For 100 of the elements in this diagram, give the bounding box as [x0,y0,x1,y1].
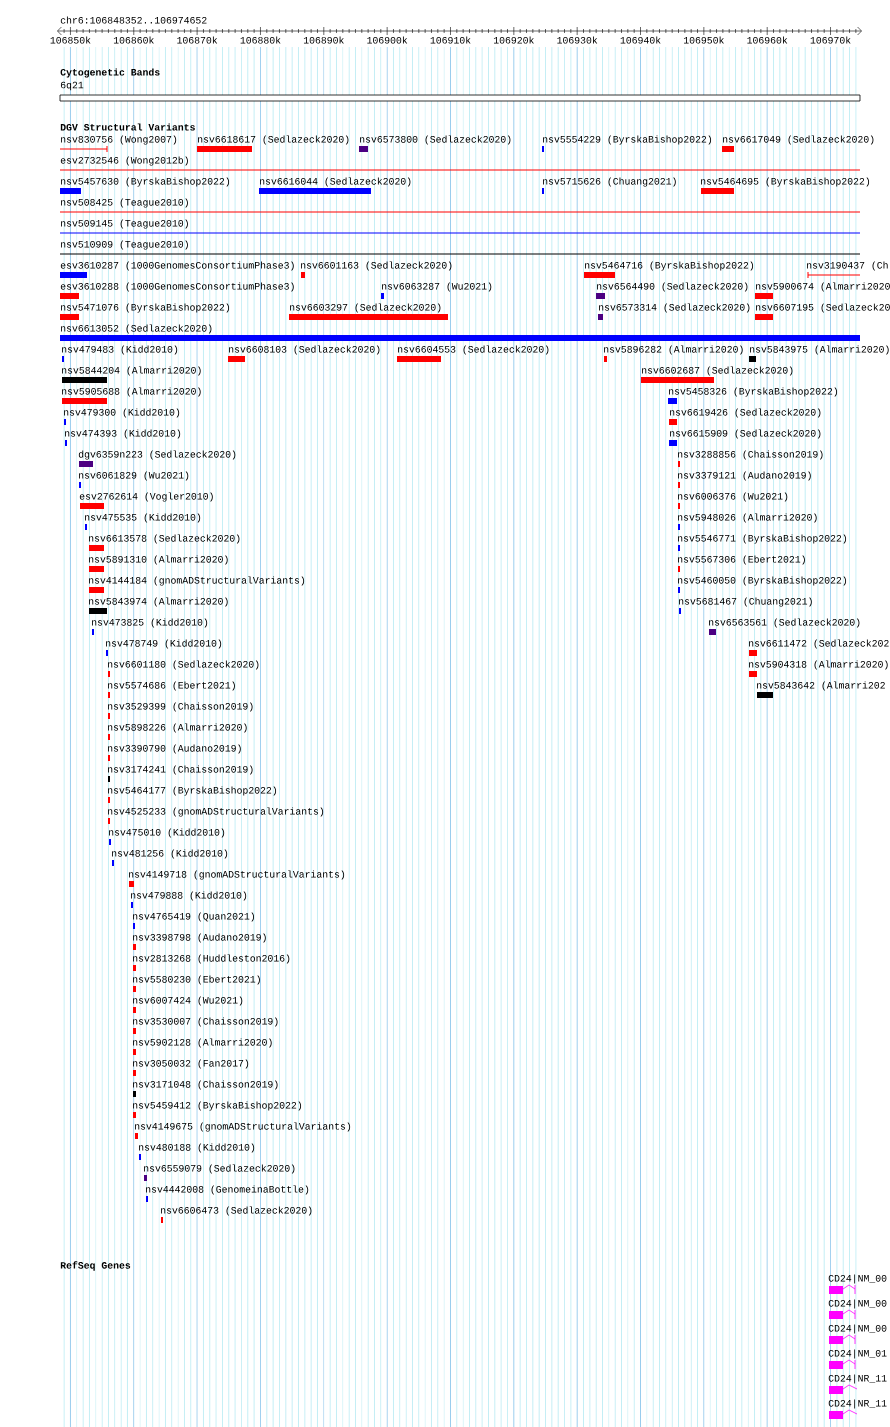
tick-label: 106860k [113,36,154,44]
variant-label: nsv5681467 (Chuang2021) [679,597,812,607]
track-title: DGV Structural Variants [60,123,195,131]
variant-label: nsv5554229 (ByrskaBishop2022) [543,135,712,145]
variant-label: nsv6613578 (Sedlazeck2020) [89,534,240,544]
variant-label: nsv3190437 (Ch [807,261,888,271]
tick-label: 106880k [240,36,281,44]
variant-label: nsv5948026 (Almarri2020) [678,513,817,523]
variant-label: nsv5896282 (Almarri2020) [604,345,743,355]
variant-label: nsv6061829 (Wu2021) [79,471,189,481]
variant-label: nsv478749 (Kidd2010) [106,639,222,649]
variant-label: nsv6606473 (Sedlazeck2020) [161,1206,312,1216]
tick-label: 106930k [557,36,598,44]
variant-label: nsv5574686 (Ebert2021) [108,681,235,691]
variant-label: nsv4149675 (gnomADStructuralVariants) [135,1122,351,1132]
variant-label: nsv5715626 (Chuang2021) [543,177,676,187]
variant-label: nsv6618617 (Sedlazeck2020) [198,135,349,145]
tick-label: 106940k [620,36,661,44]
tick-label: 106870k [177,36,218,44]
variant-label: nsv830756 (Wong2007) [61,135,177,145]
variant-label: nsv6619426 (Sedlazeck2020) [670,408,821,418]
variant-label: nsv3398798 (Audano2019) [133,933,266,943]
variant-label: esv2762614 (Vogler2010) [79,492,213,502]
variant-label: dgv6359n223 (Sedlazeck2020) [78,450,236,460]
variant-label: nsv510909 (Teague2010) [61,240,188,250]
variant-label: nsv6601180 (Sedlazeck2020) [108,660,259,670]
variant-label: nsv6573314 (Sedlazeck2020) [599,303,750,313]
variant-label: nsv5843975 (Almarri2020) [750,345,889,355]
variant-label: nsv479483 (Kidd2010) [62,345,178,355]
variant-label: nsv6006376 (Wu2021) [678,492,788,502]
variant-label: esv3610288 (1000GenomesConsortiumPhase3) [60,282,294,292]
variant-label: nsv508425 (Teague2010) [61,198,188,208]
variant-label: nsv6063287 (Wu2021) [382,282,492,292]
gene-label: CD24|NM_01 [828,1349,887,1359]
variant-label: esv3610287 (1000GenomesConsortiumPhase3) [60,261,294,271]
variant-label: nsv475010 (Kidd2010) [109,828,225,838]
variant-label: nsv5459412 (ByrskaBishop2022) [133,1101,302,1111]
variant-label: nsv6573800 (Sedlazeck2020) [360,135,511,145]
tick-label: 106920k [493,36,534,44]
variant-label: nsv5900674 (Almarri2020 [756,282,890,292]
band-label: 6q21 [60,81,84,91]
tick-label: 106950k [683,36,724,44]
variant-label: nsv6007424 (Wu2021) [133,996,243,1006]
variant-label: nsv5844204 (Almarri2020) [62,366,201,376]
variant-label: nsv509145 (Teague2010) [61,219,188,229]
variant-label: nsv6611472 (Sedlazeck202 [749,639,889,649]
variant-label: nsv3288856 (Chaisson2019) [678,450,823,460]
variant-label: nsv3050032 (Fan2017) [133,1059,249,1069]
variant-label: nsv473825 (Kidd2010) [92,618,208,628]
variant-label: nsv5843642 (Almarri202 [757,681,885,691]
variant-label: nsv6601163 (Sedlazeck2020) [301,261,452,271]
variant-label: nsv5898226 (Almarri2020) [108,723,247,733]
gene-label: CD24|NM_00 [828,1274,887,1284]
variant-label: nsv5464716 (ByrskaBishop2022) [585,261,754,271]
track-title: Cytogenetic Bands [60,68,160,78]
variant-label: nsv3171048 (Chaisson2019) [133,1080,278,1090]
variant-label: nsv6617049 (Sedlazeck2020) [723,135,874,145]
tick-label: 106900k [367,36,408,44]
variant-label: nsv5905688 (Almarri2020) [62,387,201,397]
tick-label: 106850k [50,36,91,44]
variant-label: nsv5546771 (ByrskaBishop2022) [678,534,847,544]
variant-label: nsv480188 (Kidd2010) [139,1143,255,1153]
variant-label: nsv6615909 (Sedlazeck2020) [670,429,821,439]
gene-label: CD24|NM_00 [828,1299,887,1309]
variant-label: nsv5460050 (ByrskaBishop2022) [678,576,847,586]
variant-label: nsv479300 (Kidd2010) [64,408,180,418]
variant-label: nsv479888 (Kidd2010) [131,891,247,901]
variant-label: nsv2813268 (Huddleston2016) [133,954,290,964]
variant-label: nsv6603297 (Sedlazeck2020) [290,303,441,313]
gene-label: CD24|NR_11 [828,1374,887,1384]
variant-label: nsv474393 (Kidd2010) [65,429,181,439]
variant-label: nsv4765419 (Quan2021) [133,912,255,922]
variant-label: nsv5457630 (ByrskaBishop2022) [61,177,230,187]
variant-label: nsv481256 (Kidd2010) [112,849,228,859]
variant-label: nsv475535 (Kidd2010) [85,513,201,523]
variant-label: nsv5567306 (Ebert2021) [678,555,805,565]
variant-label: nsv6563561 (Sedlazeck2020) [709,618,860,628]
variant-label: nsv4525233 (gnomADStructuralVariants) [108,807,324,817]
variant-label: nsv5891310 (Almarri2020) [89,555,228,565]
track-title: RefSeq Genes [60,1261,131,1271]
variant-label: nsv6564490 (Sedlazeck2020) [597,282,748,292]
variant-label: nsv3530007 (Chaisson2019) [133,1017,278,1027]
variant-label: nsv6602687 (Sedlazeck2020) [642,366,793,376]
variant-label: nsv5902128 (Almarri2020) [133,1038,272,1048]
variant-label: nsv4149718 (gnomADStructuralVariants) [129,870,345,880]
variant-label: nsv6604553 (Sedlazeck2020) [398,345,549,355]
variant-label: nsv4144184 (gnomADStructuralVariants) [89,576,305,586]
variant-label: nsv5464177 (ByrskaBishop2022) [108,786,277,796]
variant-label: nsv6607195 (Sedlazeck20 [756,303,890,313]
variant-label: nsv6616044 (Sedlazeck2020) [260,177,411,187]
variant-label: nsv5464695 (ByrskaBishop2022) [701,177,870,187]
variant-label: nsv6608103 (Sedlazeck2020) [229,345,380,355]
variant-label: nsv6613052 (Sedlazeck2020) [61,324,212,334]
variant-label: nsv3529399 (Chaisson2019) [108,702,253,712]
variant-label: nsv4442008 (GenomeinaBottle) [146,1185,309,1195]
tick-label: 106910k [430,36,471,44]
variant-label: nsv5843974 (Almarri2020) [89,597,228,607]
tick-label: 106960k [747,36,788,44]
variant-label: esv2732546 (Wong2012b) [60,156,188,166]
variant-label: nsv6559079 (Sedlazeck2020) [144,1164,295,1174]
